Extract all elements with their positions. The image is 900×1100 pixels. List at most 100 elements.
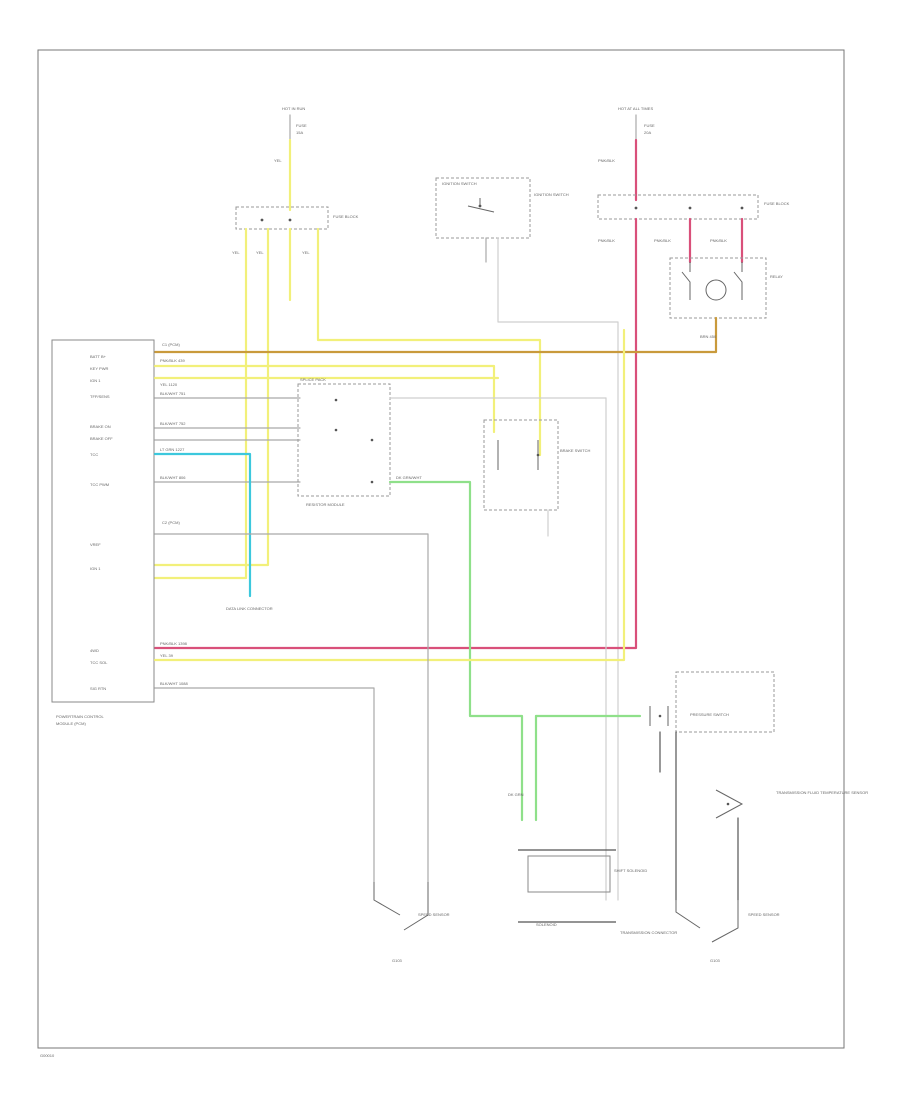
page-code: G00010 xyxy=(40,1053,55,1058)
fuse-block-right-terminal-2 xyxy=(688,206,692,210)
relay-switch-2 xyxy=(733,262,743,300)
ignition-switch-pole xyxy=(478,204,482,208)
wire-code-751: BLK/WHT 751 xyxy=(160,391,186,396)
fuse-block-right xyxy=(597,194,759,220)
pcm-pin: SIG RTN xyxy=(90,686,106,691)
wire-code-pnk-b: PNK/BLK xyxy=(654,238,671,243)
ground-right-label: G103 xyxy=(710,958,721,963)
yel-drop-1 xyxy=(153,227,248,580)
grn-tcc xyxy=(388,480,524,822)
data-link-label: DATA LINK CONNECTOR xyxy=(226,606,273,611)
fuse-block-left xyxy=(235,206,329,230)
fuse-block-right-terminal-1 xyxy=(634,206,638,210)
pcm-pin: IGN 1 xyxy=(90,566,101,571)
wire-code-org: BRN 450 xyxy=(700,334,717,339)
resistor-node-2 xyxy=(334,428,338,432)
pressure-switch-label: PRESSURE SWITCH xyxy=(690,712,729,717)
pcm-pin: VREF xyxy=(90,542,101,547)
pcm-pin: BATT B+ xyxy=(90,354,107,359)
wire-code-1088: BLK/WHT 1088 xyxy=(160,681,188,686)
temp-sensor-node xyxy=(726,802,730,806)
hot-label-left: HOT IN RUN xyxy=(282,106,305,111)
wire-code-pnk-c: PNK/BLK xyxy=(710,238,727,243)
pcm-pin: TCC xyxy=(90,452,98,457)
pcm-pin: IGN 1 xyxy=(90,378,101,383)
resistor-node-1 xyxy=(334,398,338,402)
fuse-block-right-label: FUSE BLOCK xyxy=(764,201,790,206)
resistor-module-top-label: SPLICE PACK xyxy=(300,377,326,382)
speed-sensor-left-label: SPEED SENSOR xyxy=(418,912,450,917)
pcm-pin: TFP/SENS xyxy=(90,394,110,399)
wire-code-752: BLK/WHT 752 xyxy=(160,421,186,426)
yel-drop-2 xyxy=(153,227,270,567)
wire-code-pnk-439: PNK/BLK 439 xyxy=(160,358,185,363)
wire-code-1398: PNK/BLK 1398 xyxy=(160,641,188,646)
pcm-pin: KEY PWR xyxy=(90,366,108,371)
resistor-node-4 xyxy=(370,480,374,484)
wire-code-yel-1120: YEL 1120 xyxy=(160,382,178,387)
fuse-block-left-label: FUSE BLOCK xyxy=(333,214,359,219)
hot-label-right: HOT AT ALL TIMES xyxy=(618,106,653,111)
yel-drop-3 xyxy=(316,227,542,457)
pcm-connector-a: C1 (PCM) xyxy=(162,342,180,347)
wire-code-yel-c: YEL xyxy=(302,250,310,255)
temp-sensor-symbol xyxy=(715,789,744,819)
solenoid-body-label: SOLENOID xyxy=(536,922,557,927)
pressure-switch-box xyxy=(675,671,775,733)
relay-box xyxy=(669,257,767,319)
wire-code-cyan: LT GRN 1227 xyxy=(160,447,185,452)
pcm-pin: BRAKE OFF xyxy=(90,436,113,441)
wire-code-yel-39: YEL 39 xyxy=(160,653,174,658)
sensor-right-label: TRANSMISSION FLUID TEMPERATURE SENSOR xyxy=(776,790,868,795)
wire-code-pnk-top: PNK/BLK xyxy=(598,158,615,163)
relay-switch-1 xyxy=(681,262,691,300)
speed-sensor-right-label: SPEED SENSOR xyxy=(748,912,780,917)
speed-sensor-right-symbol xyxy=(675,900,739,943)
wire-code-pnk-a: PNK/BLK xyxy=(598,238,615,243)
wire-code-dkgrn: DK GRN xyxy=(508,792,524,797)
fuse-block-left-terminal-1 xyxy=(260,218,264,222)
org-relay xyxy=(153,316,718,354)
pcm-pin: TCC SOL xyxy=(90,660,108,665)
trans-connector-label: TRANSMISSION CONNECTOR xyxy=(620,930,677,935)
wire-code-yel-b: YEL xyxy=(256,250,264,255)
yel-pcm-keypwr xyxy=(153,364,496,434)
fuse-label-right-2: 20A xyxy=(644,130,651,135)
pressure-switch-contact xyxy=(649,706,669,726)
gry-ss-left-1 xyxy=(154,533,429,883)
resistor-module-label: RESISTOR MODULE xyxy=(306,502,345,507)
ignition-feed xyxy=(497,237,619,901)
wire-code-806: BLK/WHT 806 xyxy=(160,475,186,480)
brake-switch-box xyxy=(483,419,559,511)
diagram-frame xyxy=(37,49,845,1049)
pressure-switch-node xyxy=(658,714,662,718)
brake-switch-node xyxy=(536,453,540,457)
relay-coil xyxy=(705,279,727,301)
wire-code-grn: DK GRN/WHT xyxy=(396,475,422,480)
yel-39 xyxy=(153,328,626,662)
pcm-name-2: MODULE (PCM) xyxy=(56,721,86,726)
fuse-label-left-2: 15A xyxy=(296,130,303,135)
relay-label: RELAY xyxy=(770,274,783,279)
fuse-label-left-1: FUSE xyxy=(296,123,307,128)
ignition-switch-side-label: IGNITION SWITCH xyxy=(534,192,569,197)
shift-solenoid-box xyxy=(527,855,611,893)
shift-solenoid-label: SHIFT SOLENOID xyxy=(614,868,647,873)
pcm-name-1: POWERTRAIN CONTROL xyxy=(56,714,104,719)
speed-sensor-left-symbol xyxy=(373,882,429,931)
pcm-pin: TCC PWM xyxy=(90,482,109,487)
gry-ss-left-2 xyxy=(154,687,375,883)
wire-code-yel-top: YEL xyxy=(274,158,282,163)
fuse-block-left-terminal-2 xyxy=(288,218,292,222)
fuse-label-right-1: FUSE xyxy=(644,123,655,128)
resistor-module-box xyxy=(297,383,391,497)
pnk-main xyxy=(153,217,638,650)
ignition-switch-contact xyxy=(467,198,495,213)
ground-left-label: G103 xyxy=(392,958,403,963)
pcm-pin: BRAKE ON xyxy=(90,424,111,429)
cyan-dlc xyxy=(153,452,252,598)
ignition-switch-box xyxy=(435,177,531,239)
fuse-block-right-terminal-3 xyxy=(740,206,744,210)
resistor-node-3 xyxy=(370,438,374,442)
